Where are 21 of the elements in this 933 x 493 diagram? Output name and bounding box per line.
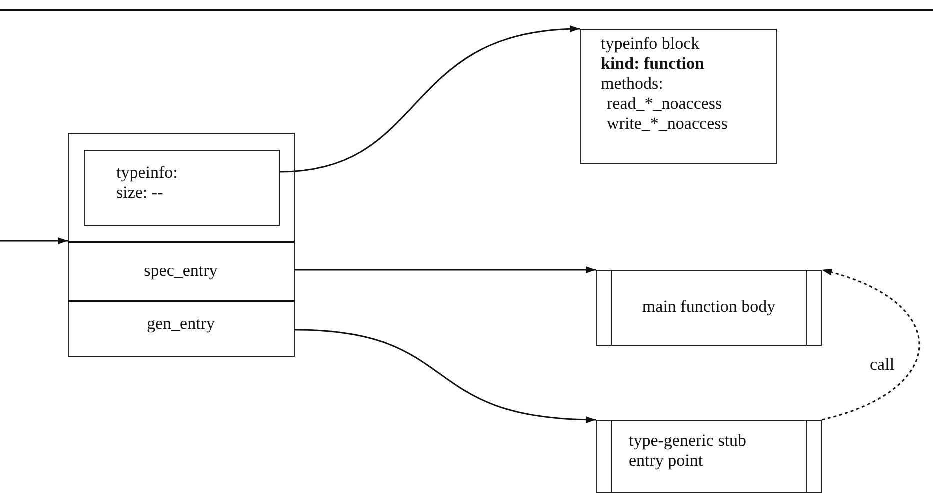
- node-text: typeinfo block: [601, 34, 701, 54]
- node-text: typeinfo:: [116, 162, 179, 182]
- process-box: [596, 420, 822, 493]
- node-text: size: --: [116, 182, 164, 202]
- process-box: [596, 270, 822, 346]
- arrow: [280, 26, 580, 173]
- node-text: spec_entry: [143, 260, 219, 280]
- field-box: [84, 150, 280, 226]
- node-text: methods:: [601, 74, 664, 94]
- node-text: kind: function: [601, 54, 706, 74]
- arrow: [0, 238, 68, 244]
- record-box: [68, 133, 295, 357]
- node-text: read_*_noaccess: [606, 94, 724, 114]
- arrow: [294, 329, 596, 424]
- node-text: write_*_noaccess: [606, 114, 729, 134]
- node-text: type-generic stub entry point: [629, 431, 748, 471]
- node-text: gen_entry: [146, 314, 216, 334]
- node-text: main function body: [641, 297, 777, 317]
- arrow: [822, 269, 920, 421]
- info-box: [580, 29, 777, 164]
- arrow: [295, 266, 596, 274]
